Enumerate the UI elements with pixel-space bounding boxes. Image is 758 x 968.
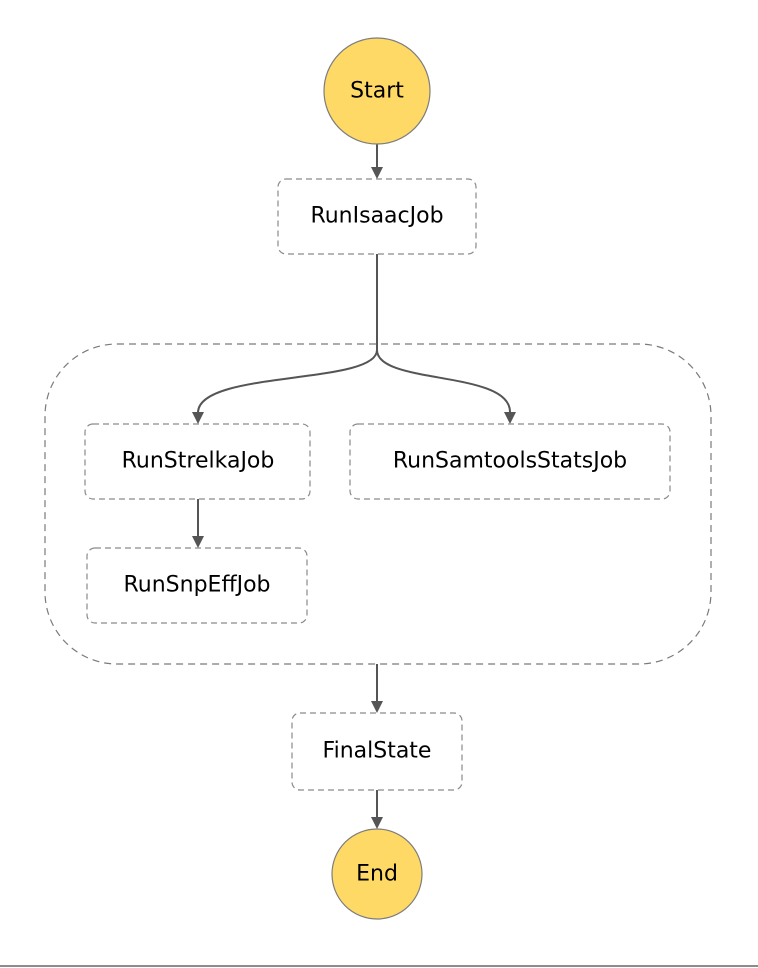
start-circle xyxy=(323,37,431,145)
runisaacjob-label: RunIsaacJob xyxy=(310,204,443,229)
end-circle xyxy=(331,828,423,920)
state-runstrelkajob[interactable]: RunStrelkaJob xyxy=(84,423,311,500)
arrowhead-runstrelkajob xyxy=(192,412,204,424)
state-finalstate[interactable]: FinalState xyxy=(291,712,463,791)
finalstate-label: FinalState xyxy=(323,739,432,764)
runsnpeffjob-box xyxy=(86,547,308,624)
runstrelkajob-box xyxy=(84,423,311,500)
edges xyxy=(192,144,516,829)
state-runisaacjob[interactable]: RunIsaacJob xyxy=(277,178,477,255)
arrowhead-end xyxy=(371,817,383,829)
runsamtoolsstatsjob-box xyxy=(349,423,671,500)
state-runsnpeffjob[interactable]: RunSnpEffJob xyxy=(86,547,308,624)
edge-branch-to-runstrelkajob xyxy=(197,349,378,413)
edge-branch-to-runsamtoolsstatsjob xyxy=(376,349,511,413)
state-runsamtoolsstatsjob[interactable]: RunSamtoolsStatsJob xyxy=(349,423,671,500)
end-label: End xyxy=(356,862,398,887)
finalstate-box xyxy=(291,712,463,791)
end-node[interactable]: End xyxy=(331,828,423,920)
parallel-state-container xyxy=(44,343,712,665)
runsnpeffjob-label: RunSnpEffJob xyxy=(123,573,270,598)
arrowhead-finalstate xyxy=(371,701,383,713)
runisaacjob-box xyxy=(277,178,477,255)
arrowhead-runisaacjob xyxy=(371,167,383,179)
runstrelkajob-label: RunStrelkaJob xyxy=(122,449,275,474)
start-label: Start xyxy=(350,79,404,104)
arrowhead-runsamtoolsstatsjob xyxy=(504,412,516,424)
runsamtoolsstatsjob-label: RunSamtoolsStatsJob xyxy=(393,449,627,474)
start-node[interactable]: Start xyxy=(323,37,431,145)
bottom-divider xyxy=(0,965,758,967)
arrowhead-runsnpeffjob xyxy=(192,536,204,548)
